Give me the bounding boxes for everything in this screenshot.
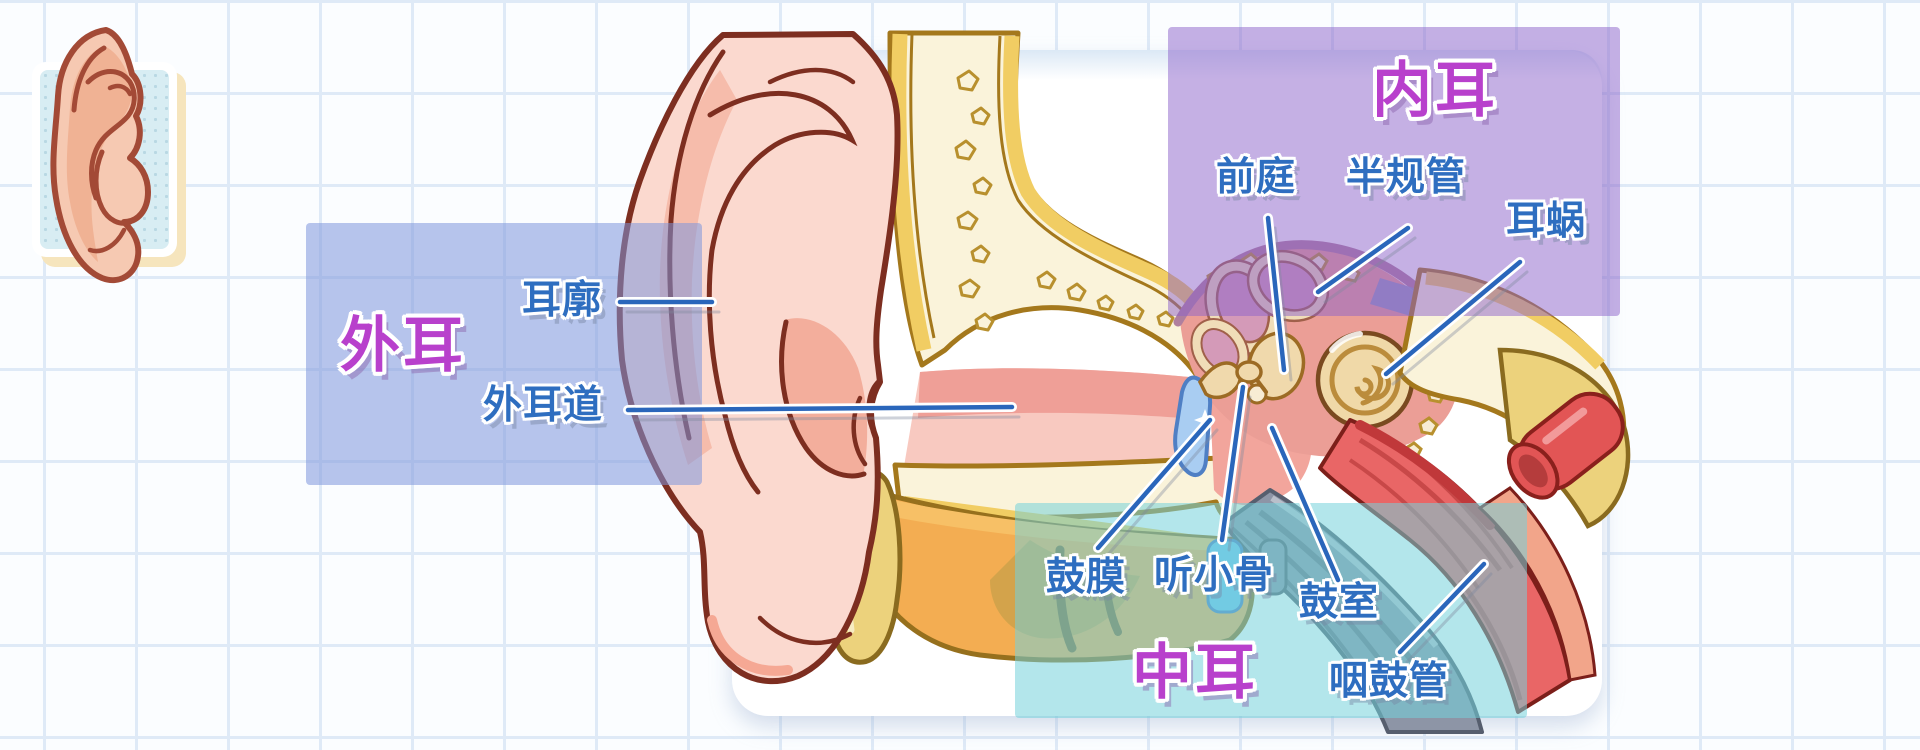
label-ear-canal: 外耳道 <box>483 384 604 427</box>
oval-window <box>1246 383 1268 405</box>
label-eardrum: 鼓膜 <box>1046 556 1127 599</box>
ossicles-shape <box>1197 360 1268 400</box>
leader-eardrum <box>1095 417 1213 551</box>
label-cochlea: 耳蜗 <box>1506 200 1587 243</box>
leader-vestibule <box>1265 215 1287 373</box>
blood-vessel <box>1506 391 1625 500</box>
leader-tympanic-cavity <box>1269 425 1341 583</box>
label-region-middle-ear: 中耳 <box>1132 639 1258 706</box>
inner-ear-region-overlay <box>1168 27 1620 316</box>
label-semicircular-canals: 半规管 <box>1346 156 1467 199</box>
label-eustachian-tube: 咽鼓管 <box>1329 660 1450 703</box>
leader-cochlea <box>1383 259 1523 377</box>
label-region-outer-ear: 外耳 <box>340 312 466 379</box>
outer-ear-icon <box>50 27 151 284</box>
leader-ear-canal <box>625 404 1015 413</box>
leader-ossicles <box>1219 384 1246 543</box>
label-ossicles: 听小骨 <box>1154 554 1275 597</box>
label-region-inner-ear: 内耳 <box>1372 57 1498 124</box>
label-tympanic-cavity: 鼓室 <box>1299 581 1380 624</box>
leader-semicircular-canals <box>1315 225 1411 295</box>
outer-ear-region-overlay <box>306 223 702 485</box>
label-vestibule: 前庭 <box>1216 156 1297 199</box>
leader-eustachian-tube <box>1397 561 1487 655</box>
label-auricle: 耳廓 <box>522 279 603 322</box>
